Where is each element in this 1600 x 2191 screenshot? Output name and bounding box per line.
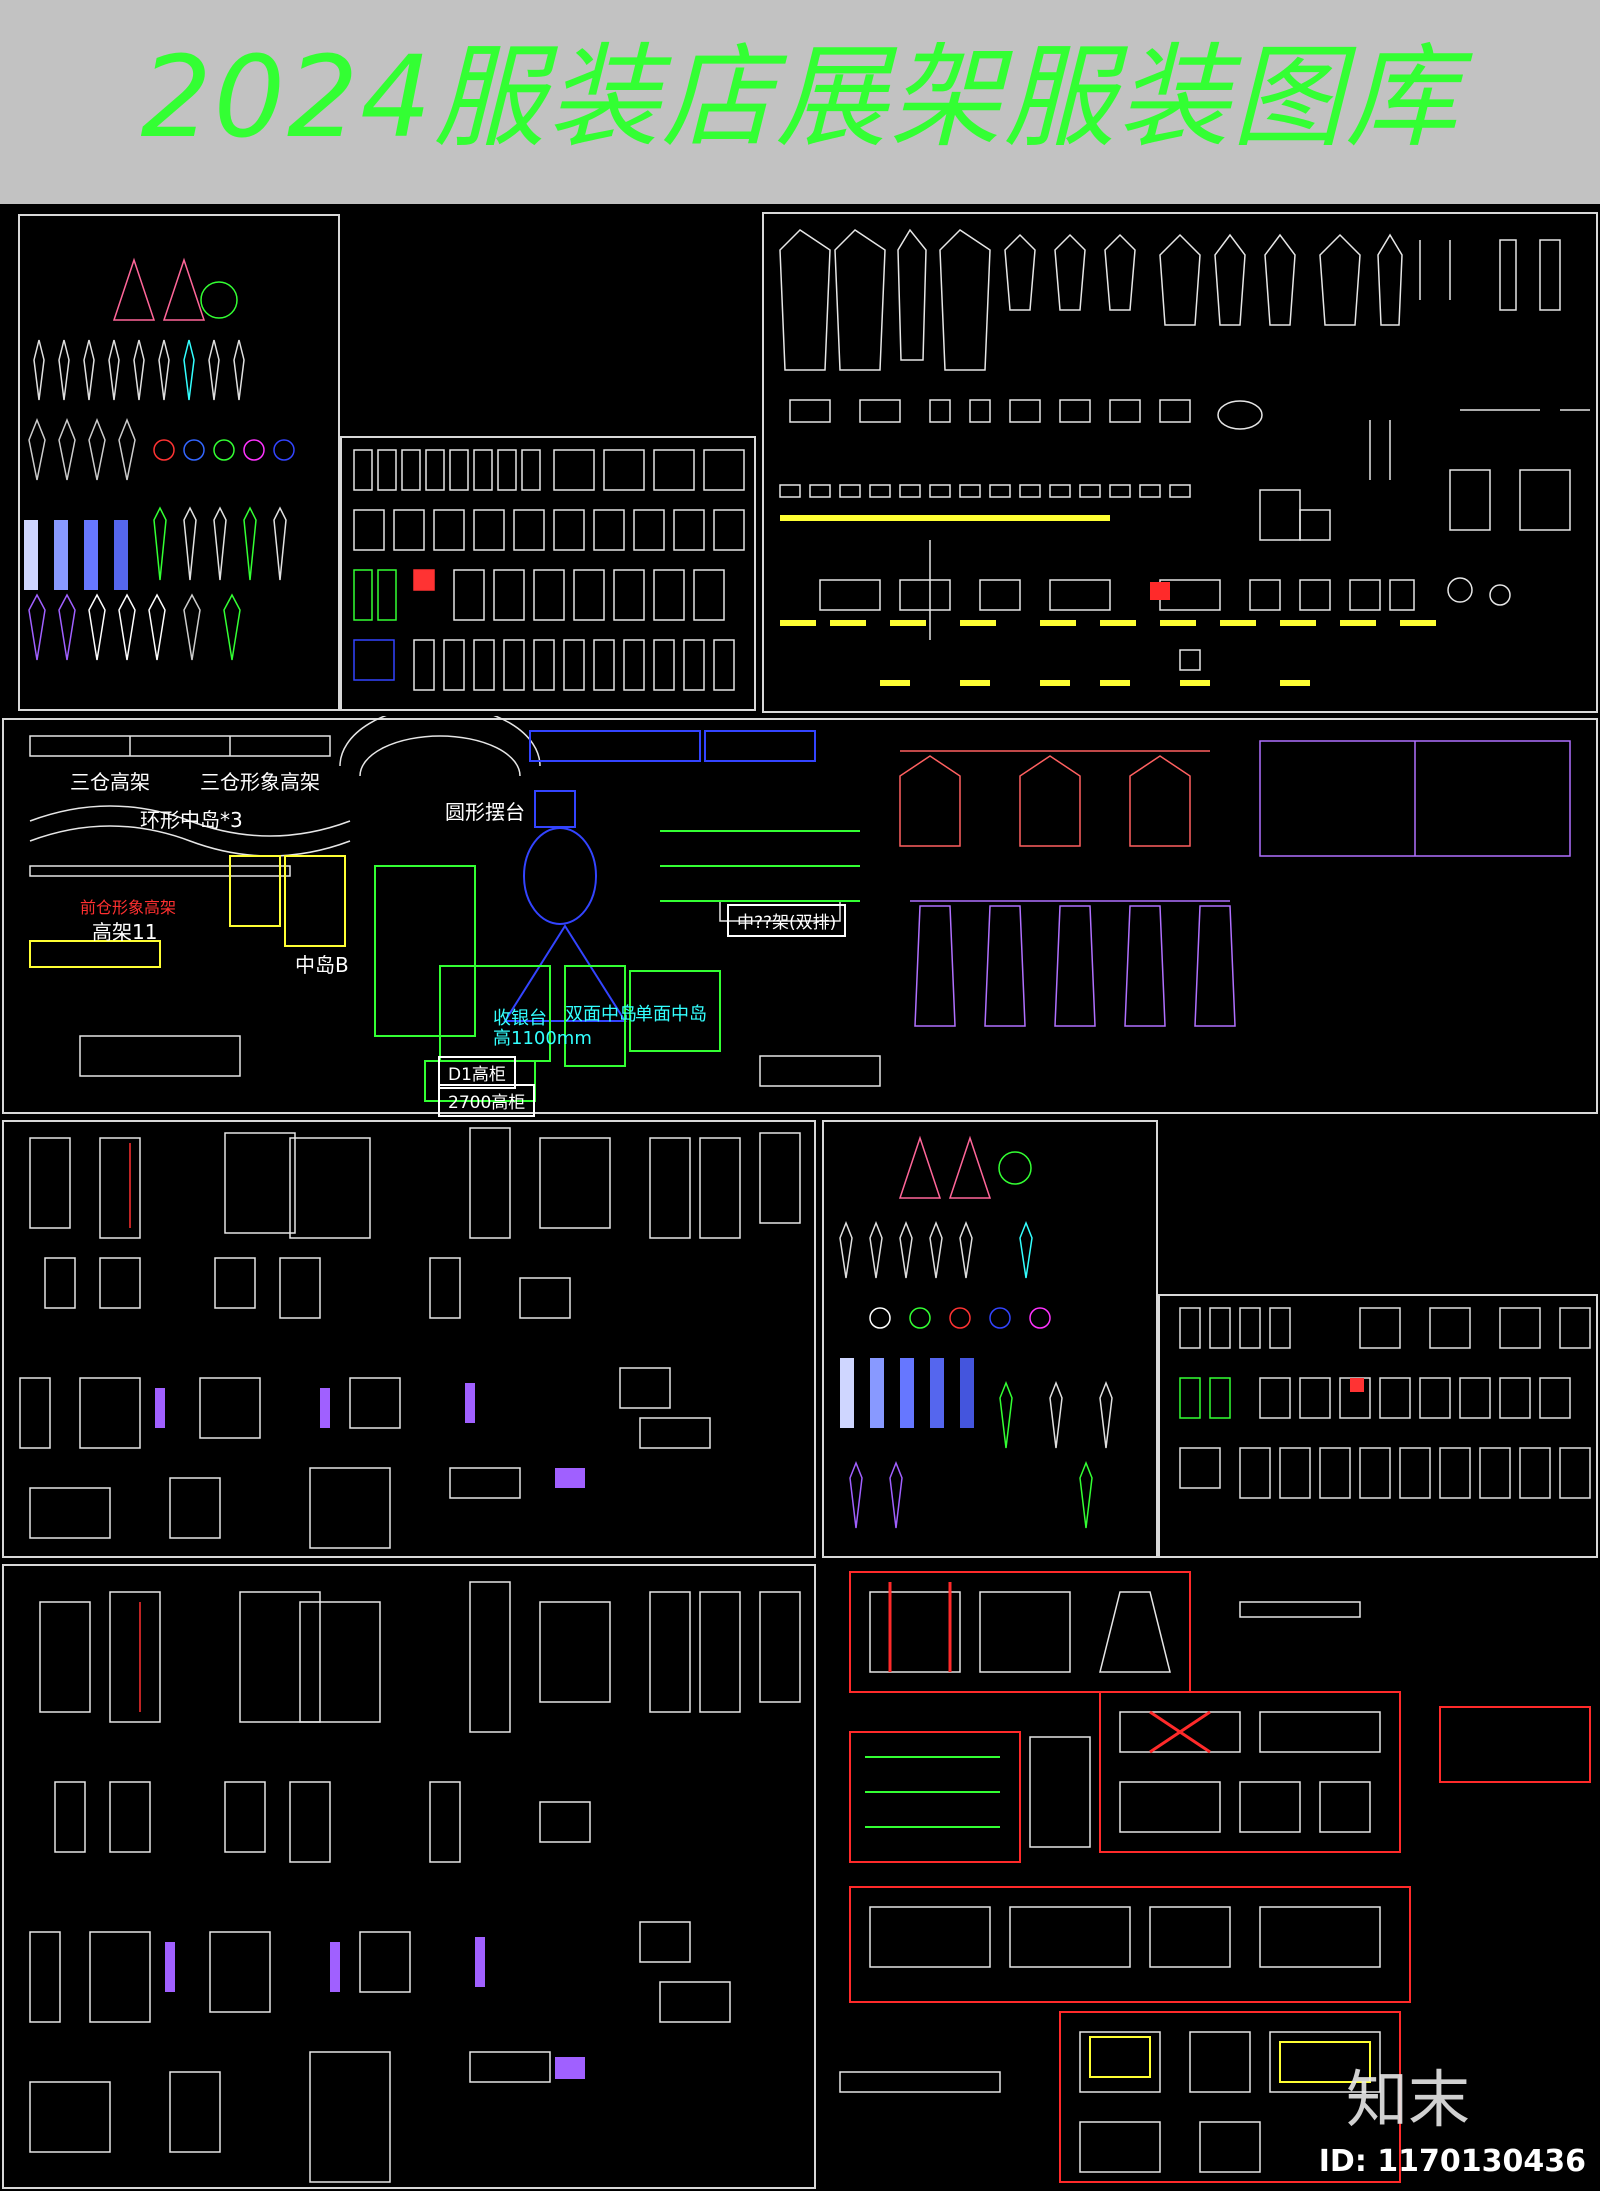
label-ring-island: 环形中岛*3	[140, 808, 243, 832]
watermark-id: ID: 1170130436	[1318, 2144, 1586, 2179]
label-double-island: 双面中岛	[565, 1004, 637, 1025]
label-three-bay-image-shelf: 三仓形象高架	[200, 770, 320, 794]
watermark-logo: 知末	[1345, 2063, 1470, 2136]
figures-b-drawing	[839, 1135, 1591, 1529]
panel-frame-elev-a	[2, 1120, 816, 1558]
panel-display-fixtures: 三仓高架 三仓形象高架 环形中岛*3 前仓形象高架 高架11 中岛B 圆形摆台 …	[0, 716, 1600, 1117]
panel-display-details: 知末 ID: 1170130436	[820, 1562, 1600, 2191]
panel-frame-right	[762, 212, 1598, 713]
label-d1-cabinet: D1高柜	[438, 1056, 516, 1089]
label-tall-cabinet: 2700高柜	[438, 1084, 536, 1117]
title-banner: 2024服装店展架服装图库	[0, 0, 1600, 204]
fixtures-drawing	[29, 716, 1571, 1102]
figures-drawing	[24, 257, 745, 691]
banner-title: 2024服装店展架服装图库	[140, 33, 1460, 163]
panel-shelf-elevations-b	[0, 1562, 818, 2191]
panel-frame-mid	[340, 436, 756, 711]
label-high-shelf-11: 高架11	[92, 920, 158, 944]
label-round-table: 圆形摆台	[445, 800, 525, 824]
label-single-island: 单面中岛	[635, 1004, 707, 1025]
elevations-b-drawing	[29, 1581, 801, 2183]
panel-shelf-elevations-a	[0, 1118, 818, 1560]
label-cashier: 收银台	[493, 1008, 547, 1029]
details-drawing	[839, 1571, 1591, 2183]
panel-figures-library-b	[820, 1118, 1600, 1560]
garment-drawing	[779, 228, 1590, 686]
panel-figures-library	[14, 210, 759, 715]
label-three-bay-shelf: 三仓高架	[70, 770, 150, 794]
label-double-rack: 中??架(双排)	[727, 904, 847, 937]
panel-frame-elev-b	[2, 1564, 816, 2189]
label-mid-island-b: 中岛B	[295, 953, 349, 977]
elevations-a-drawing	[19, 1127, 801, 1549]
panel-frame-fixtures	[2, 718, 1598, 1114]
panel-frame-left	[18, 214, 340, 711]
panel-frame-fig-b-left	[822, 1120, 1158, 1558]
label-front-bay-shelf: 前仓形象高架	[80, 898, 177, 917]
panel-garment-library	[760, 210, 1600, 715]
panel-frame-fig-b-right	[1158, 1294, 1598, 1558]
label-cashier-height: 高1100mm	[493, 1028, 592, 1049]
